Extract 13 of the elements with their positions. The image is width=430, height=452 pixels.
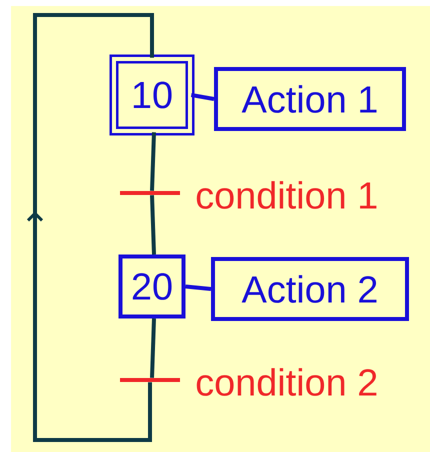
flow-line bbox=[150, 318, 156, 378]
flow-line bbox=[150, 195, 156, 255]
initial-step-box: 10 bbox=[110, 54, 194, 136]
action-link bbox=[185, 284, 212, 291]
transition-bar bbox=[120, 378, 180, 382]
flow-line bbox=[150, 132, 156, 191]
condition-label: condition 2 bbox=[196, 368, 376, 396]
step-box: 20 bbox=[118, 254, 186, 318]
action-box: Action 1 bbox=[214, 67, 406, 131]
transition-bar bbox=[120, 191, 180, 195]
condition-label: condition 1 bbox=[196, 181, 376, 209]
action-box: Action 2 bbox=[211, 257, 409, 321]
action-link bbox=[190, 93, 214, 101]
